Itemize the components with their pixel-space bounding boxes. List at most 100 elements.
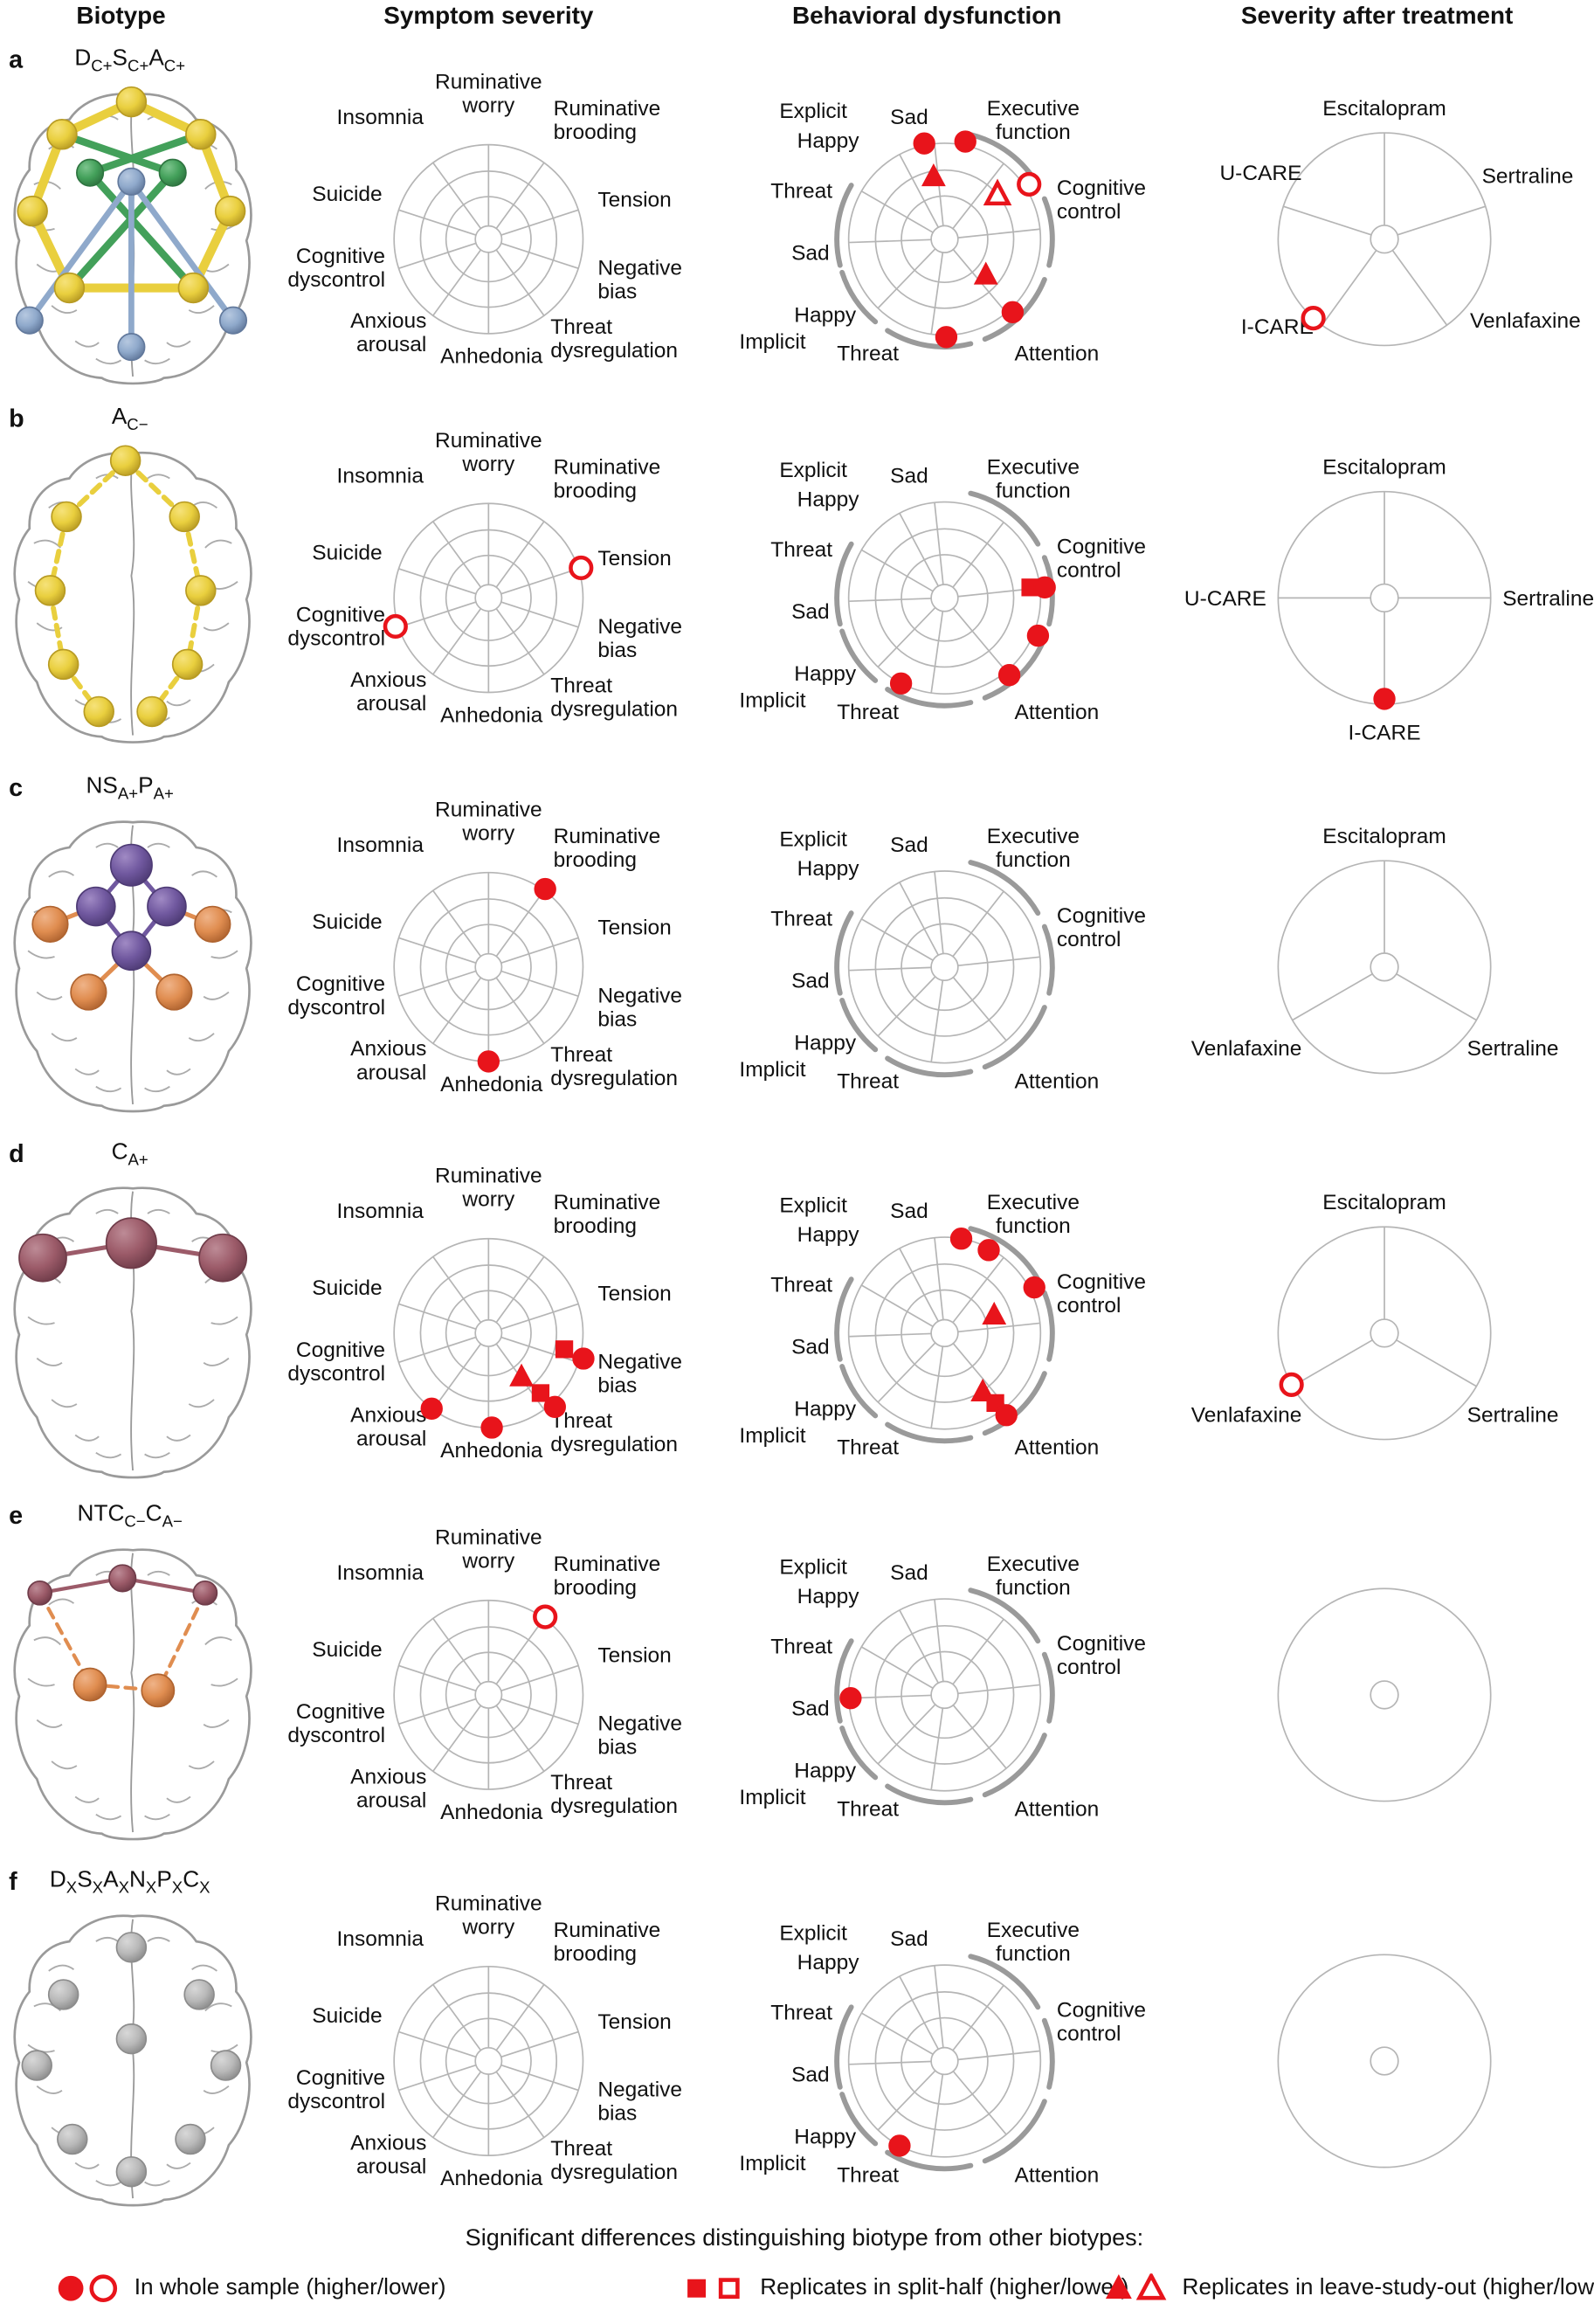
brain-node-yellow xyxy=(185,119,217,150)
axis-label: Tension xyxy=(597,2010,671,2034)
column-header-symptom: Symptom severity xyxy=(383,3,594,30)
row-letter-b: b xyxy=(9,405,24,433)
marker-circle-filled xyxy=(480,1416,503,1439)
row-letter-e: e xyxy=(9,1501,24,1530)
axis-label: Anhedonia xyxy=(440,703,543,727)
axis-label: Threat xyxy=(837,1069,899,1093)
brain-node-gray xyxy=(47,1979,79,2010)
whole-sample-circle-icons xyxy=(56,2273,124,2303)
axis-label: Insomnia xyxy=(337,1927,424,1951)
split-half-square-icons xyxy=(682,2273,750,2303)
brain-node-yellow xyxy=(214,195,246,227)
axis-label: Sad xyxy=(890,1561,928,1585)
brain-node-maroon xyxy=(18,1233,67,1283)
axis-label: Sad xyxy=(791,600,830,624)
axis-label: Sad xyxy=(890,465,928,488)
marker-circle-open xyxy=(1301,306,1326,331)
legend-item-whole-sample: In whole sample (higher/lower) xyxy=(56,2273,445,2303)
group-arc xyxy=(834,183,854,268)
axis-label: Suicide xyxy=(312,2004,382,2028)
brain-node-yellow xyxy=(47,648,79,681)
treatment-label: U-CARE xyxy=(1219,162,1301,185)
marker-circle-open xyxy=(533,1604,558,1629)
axis-label: Anhedonia xyxy=(440,345,543,369)
brain-node-maroon xyxy=(105,1217,157,1269)
column-header-behavioral: Behavioral dysfunction xyxy=(792,3,1062,30)
axis-label: Anhedonia xyxy=(440,1073,543,1096)
axis-label: Insomnia xyxy=(337,106,424,129)
group-arc xyxy=(982,1733,1047,1798)
brain-node-yellow xyxy=(115,86,148,118)
treatment-severity-chart-e xyxy=(1277,1587,1492,1802)
axis-label: Happy xyxy=(794,662,857,686)
marker-circle-filled xyxy=(1026,624,1050,647)
brain-node-gray xyxy=(115,2155,148,2188)
axis-label: Sad xyxy=(791,1698,830,1721)
axis-label: Suicide xyxy=(312,183,382,206)
marker-circle-filled xyxy=(954,130,976,153)
marker-circle-filled xyxy=(997,664,1021,687)
treatment-label: Sertraline xyxy=(1502,587,1594,611)
axis-label: Insomnia xyxy=(337,1200,424,1223)
group-arc xyxy=(885,1055,974,1078)
axis-label: Happy xyxy=(797,1585,860,1608)
legend-item-label: Replicates in leave-study-out (higher/lo… xyxy=(1182,2274,1594,2300)
brain-node-purple xyxy=(76,886,116,927)
biotype-label-f: DXSXAXNXPXCX xyxy=(49,1867,210,1898)
marker-triangle-filled xyxy=(921,163,946,187)
group-arc xyxy=(885,328,974,350)
axis-label: Happy xyxy=(797,488,860,512)
marker-circle-open xyxy=(1017,171,1042,197)
axis-label: Attention xyxy=(1015,701,1100,724)
brain-node-yellow xyxy=(83,695,114,728)
axis-label: Tension xyxy=(597,916,671,940)
marker-circle-filled xyxy=(839,1686,862,1710)
row-letter-d: d xyxy=(9,1139,24,1168)
group-arc xyxy=(982,635,1047,701)
axis-label: Sad xyxy=(890,106,928,129)
treatment-severity-chart-a: EscitalopramSertralineVenlafaxineI-CAREU… xyxy=(1219,97,1581,347)
treatment-label: Escitalopram xyxy=(1322,825,1446,848)
brain-illustration-d xyxy=(13,1186,252,1479)
axis-label: Attention xyxy=(1015,1069,1100,1093)
axis-label: Tension xyxy=(597,189,671,212)
marker-circle-filled xyxy=(543,1395,566,1418)
brain-node-orange xyxy=(70,973,107,1011)
column-header-biotype: Biotype xyxy=(76,3,166,30)
axis-label: Happy xyxy=(794,1760,857,1783)
treatment-label: Sertraline xyxy=(1467,1403,1559,1427)
axis-label: Attention xyxy=(1015,2164,1100,2188)
brain-node-gray xyxy=(210,2050,242,2081)
axis-label: Sad xyxy=(791,1336,830,1359)
axis-label: Threat xyxy=(770,538,832,562)
axis-label: Anhedonia xyxy=(440,1801,543,1824)
treatment-label: Escitalopram xyxy=(1322,1191,1446,1214)
group-arc xyxy=(968,860,1041,916)
marker-circle-filled xyxy=(1023,1276,1045,1299)
marker-circle-filled xyxy=(995,1404,1018,1427)
